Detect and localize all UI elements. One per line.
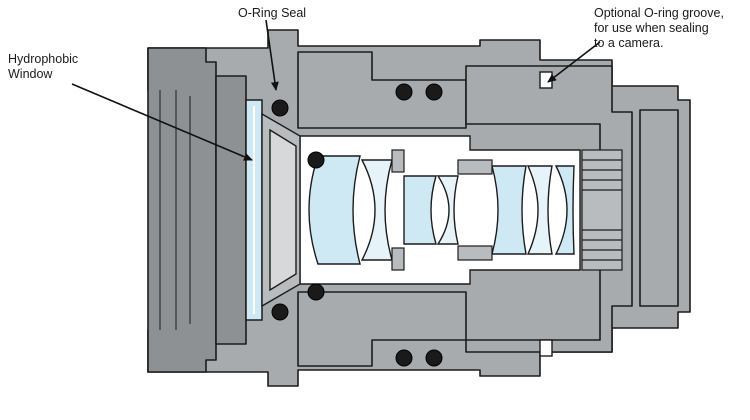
oring-seal-label: O-Ring Seal xyxy=(238,6,306,21)
hydrophobic-window-label: Hydrophobic Window xyxy=(8,52,78,82)
lens-group-3 xyxy=(491,165,575,255)
lens-element-3 xyxy=(403,175,437,245)
hydrophobic-window-line-1: Hydrophobic xyxy=(8,52,79,66)
mid-shoulder-lower xyxy=(297,291,467,367)
optional-groove-line-3: to a camera. xyxy=(594,36,664,50)
o-ring-cone-top xyxy=(307,151,325,169)
o-ring-outer-2 xyxy=(425,83,443,101)
lens-element-7 xyxy=(554,165,575,255)
hydrophobic-window-line-2: Window xyxy=(8,67,53,81)
lens-element-5 xyxy=(491,165,527,255)
oring-seal-text: O-Ring Seal xyxy=(238,6,307,20)
leader-lines xyxy=(71,19,601,161)
o-ring-window-bottom xyxy=(271,303,289,321)
leader-oring-seal xyxy=(265,19,279,91)
lens-spacers xyxy=(391,149,493,271)
threaded-ring xyxy=(581,149,623,271)
rear-step xyxy=(639,109,679,307)
front-cone xyxy=(261,112,301,308)
o-ring-outer-4 xyxy=(425,349,443,367)
lens-group-1 xyxy=(308,155,393,265)
optional-groove-line-1: Optional O-ring groove, xyxy=(594,6,724,20)
leader-optional-groove xyxy=(547,41,601,83)
lens-element-6 xyxy=(526,165,553,255)
o-ring-outer-3 xyxy=(395,349,413,367)
lens-element-1 xyxy=(308,155,361,265)
front-flange xyxy=(147,47,217,373)
leader-hydrophobic-window xyxy=(71,83,253,161)
hydrophobic-window-glass xyxy=(245,99,263,321)
optional-groove-label: Optional O-ring groove, for use when sea… xyxy=(594,6,724,51)
lens-group-2 xyxy=(403,175,459,245)
optional-groove-line-2: for use when sealing xyxy=(594,21,709,35)
retaining-ring xyxy=(215,75,247,345)
o-ring-cone-bottom xyxy=(307,283,325,301)
lens-element-4 xyxy=(436,175,459,245)
o-ring-outer-1 xyxy=(395,83,413,101)
rear-collar xyxy=(465,65,633,353)
o-ring-window-top xyxy=(271,99,289,117)
o-rings xyxy=(271,83,443,367)
